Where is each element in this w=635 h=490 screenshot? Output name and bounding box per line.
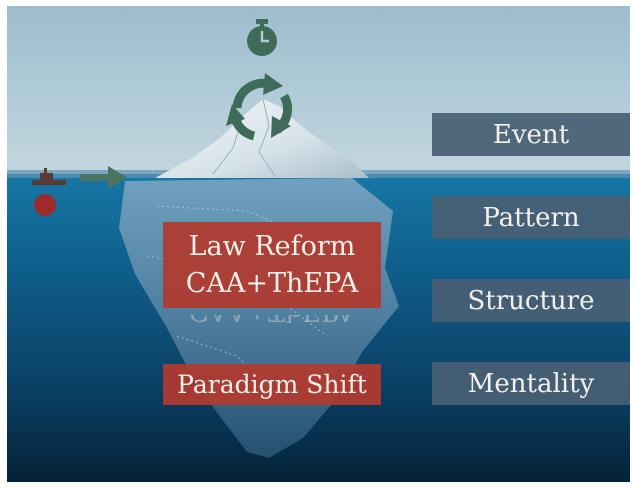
iceberg-tip [155,99,369,178]
level-structure: Structure [432,279,630,322]
law-reform-line1: Law Reform [188,231,356,262]
slide: Event Pattern Structure Mentality Law Re… [7,6,630,482]
stopwatch-icon [247,19,277,56]
level-mentality: Mentality [432,362,630,405]
level-pattern: Pattern [432,196,630,239]
law-reform-box: Law Reform CAA+ThEPA [163,222,381,308]
level-event: Event [432,113,630,156]
law-reform-reflection: CAA+ThEPA [163,315,381,333]
paradigm-shift-box: Paradigm Shift [163,364,381,405]
cycle-arrow-heads [226,73,291,138]
ship-icon [32,168,66,185]
red-dot-icon [34,194,56,216]
right-arrow-icon [80,166,127,189]
law-reform-reflection-text: CAA+ThEPA [163,315,381,333]
law-reform-line2: CAA+ThEPA [185,268,359,299]
